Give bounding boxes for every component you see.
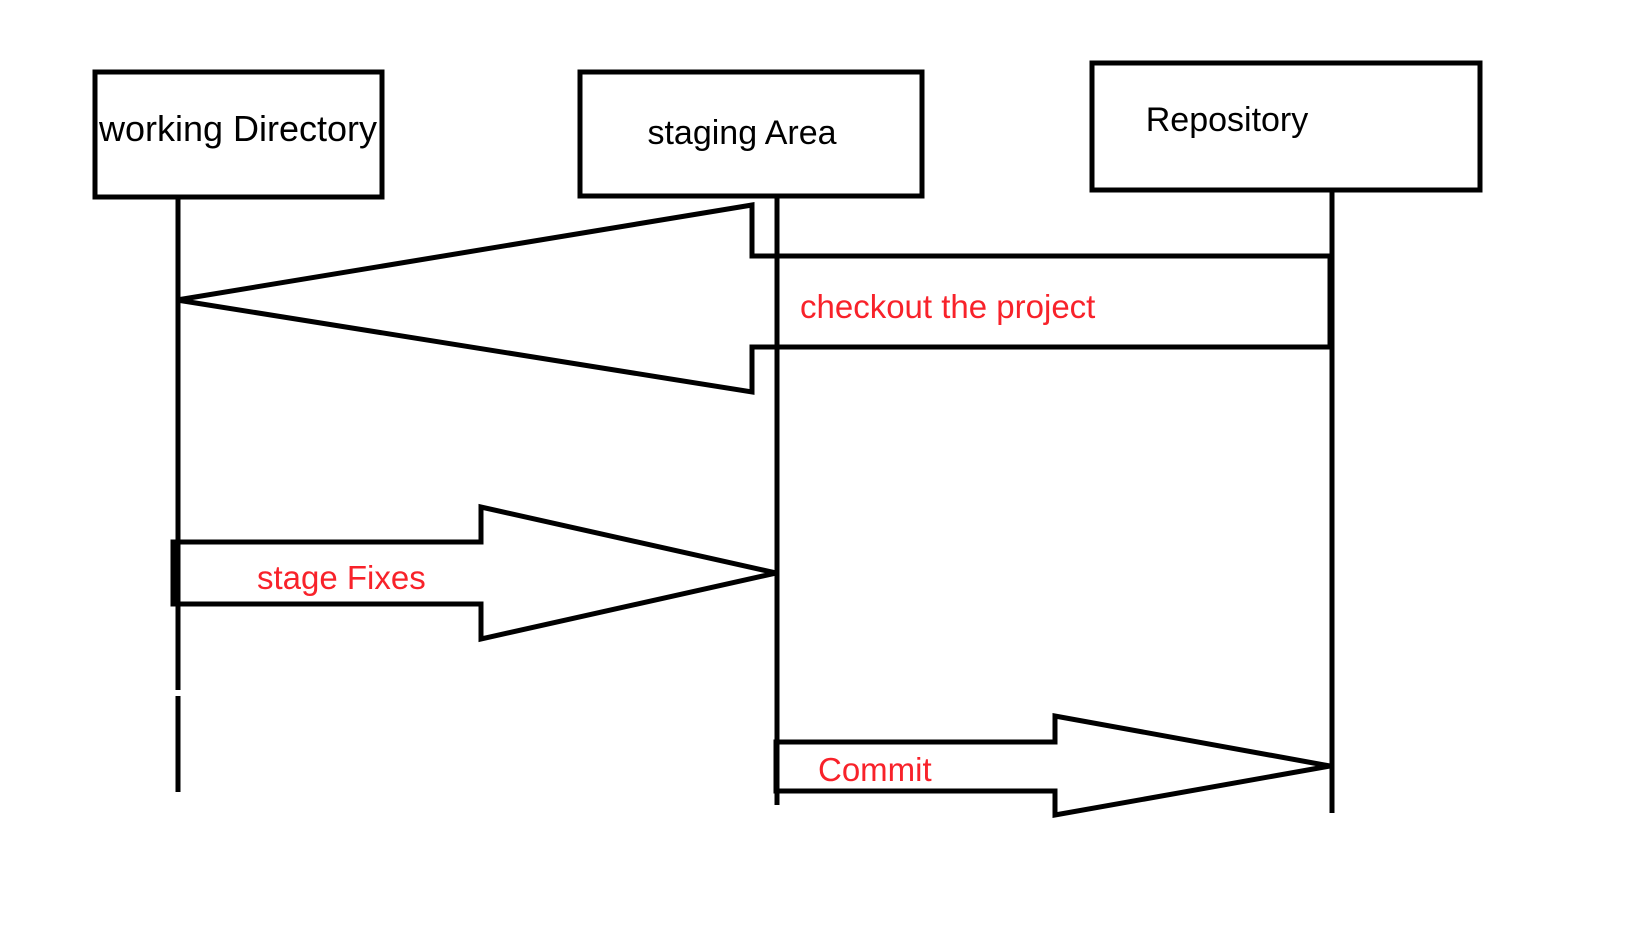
arrow-stage-fixes-right [170,503,777,643]
message-label-commit: Commit [818,751,932,788]
actor-box-repository [1089,60,1483,193]
arrow-checkout-left [176,202,1333,395]
message-label-checkout: checkout the project [800,288,1095,325]
arrow-commit-right [773,713,1331,818]
actor-boxes: working Directory staging Area Repositor… [92,60,1483,200]
message-arrows [170,202,1333,818]
message-label-stage-fixes: stage Fixes [257,559,426,596]
actor-box-working-directory [92,69,385,200]
actor-label-working-directory: working Directory [98,108,377,149]
lifelines [175,190,1335,813]
actor-label-staging-area: staging Area [647,114,836,152]
actor-label-repository: Repository [1146,101,1309,139]
message-labels: checkout the project stage Fixes Commit [257,288,1095,788]
actor-box-staging-area [577,69,925,199]
